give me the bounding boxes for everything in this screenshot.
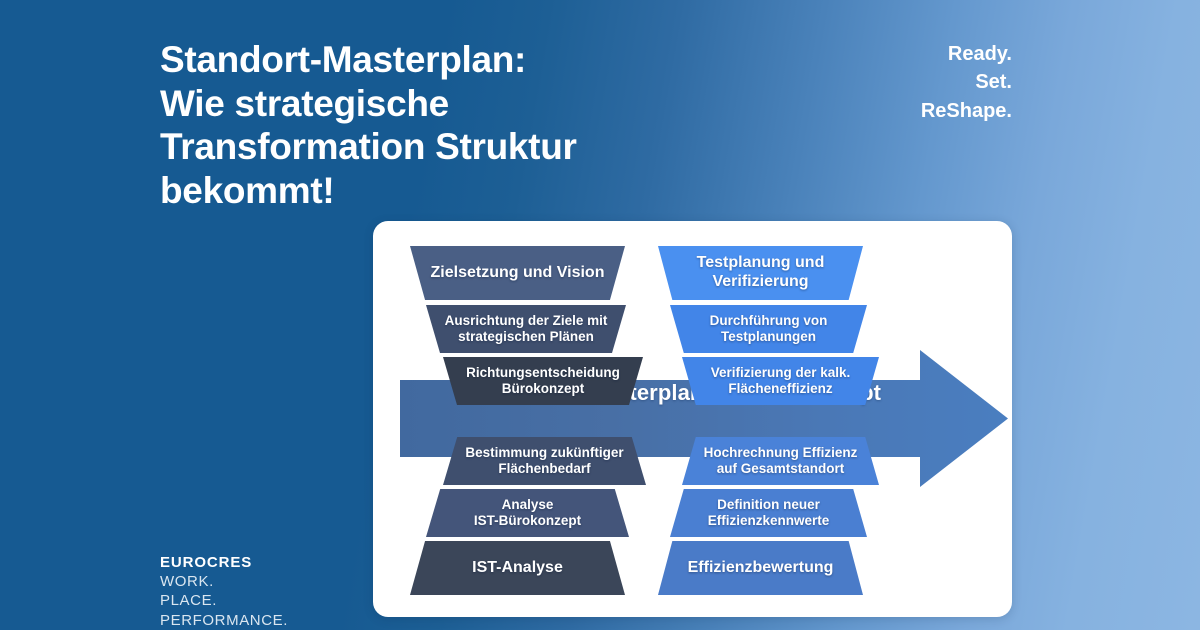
right-bar-2-label: Durchführung von Testplanungen	[709, 313, 828, 344]
left-bar-3-label: Richtungsentscheidung Bürokonzept	[466, 365, 620, 396]
right-bar-1-label: Testplanung und Verifizierung	[696, 254, 825, 290]
logo-claim-line-3: PERFORMANCE.	[160, 611, 289, 629]
left-bar-4-label: Bestimmung zukünftiger Flächenbedarf	[465, 445, 624, 476]
logo-brand-name: EUROCRES	[160, 554, 253, 571]
right-bar-6[interactable]: Effizienzbewertung	[658, 541, 863, 595]
right-bar-5[interactable]: Definition neuer Effizienzkennwerte	[670, 489, 867, 537]
tagline: Ready. Set. ReShape.	[921, 40, 1012, 125]
masterplan-diagram: Standort Masterplan – Basis Konzept Ziel…	[373, 221, 1012, 617]
left-bar-5[interactable]: Analyse IST-Bürokonzept	[426, 489, 629, 537]
page-title: Standort-Masterplan: Wie strategische Tr…	[160, 39, 577, 211]
tagline-line-3: ReShape.	[920, 99, 1012, 122]
left-bar-5-label: Analyse IST-Bürokonzept	[473, 497, 582, 528]
right-bar-2[interactable]: Durchführung von Testplanungen	[670, 305, 867, 353]
logo-claim-line-1: WORK.	[160, 573, 214, 591]
left-bar-1[interactable]: Zielsetzung und Vision	[410, 246, 625, 300]
right-bar-6-label: Effizienzbewertung	[687, 558, 834, 576]
left-bar-2-label: Ausrichtung der Ziele mit strategischen …	[444, 313, 608, 344]
right-bar-3[interactable]: Verifizierung der kalk. Flächeneffizienz	[682, 357, 879, 405]
left-bar-1-label: Zielsetzung und Vision	[430, 263, 605, 281]
left-bar-6[interactable]: IST-Analyse	[410, 541, 625, 595]
left-bar-6-label: IST-Analyse	[472, 558, 563, 576]
tagline-line-2: Set.	[975, 71, 1012, 94]
right-bar-1[interactable]: Testplanung und Verifizierung	[658, 246, 863, 300]
left-bar-3[interactable]: Richtungsentscheidung Bürokonzept	[443, 357, 643, 405]
left-bar-2[interactable]: Ausrichtung der Ziele mit strategischen …	[426, 305, 626, 353]
right-bar-4[interactable]: Hochrechnung Effizienz auf Gesamtstandor…	[682, 437, 879, 485]
right-bar-3-label: Verifizierung der kalk. Flächeneffizienz	[710, 365, 851, 396]
eurocres-logo: EUROCRES WORK. PLACE. PERFORMANCE.	[160, 553, 288, 630]
left-bar-4[interactable]: Bestimmung zukünftiger Flächenbedarf	[443, 437, 646, 485]
right-bar-4-label: Hochrechnung Effizienz auf Gesamtstandor…	[703, 445, 858, 476]
right-bar-5-label: Definition neuer Effizienzkennwerte	[707, 497, 830, 528]
tagline-line-1: Ready.	[947, 43, 1012, 65]
logo-claim-line-2: PLACE.	[160, 592, 217, 610]
